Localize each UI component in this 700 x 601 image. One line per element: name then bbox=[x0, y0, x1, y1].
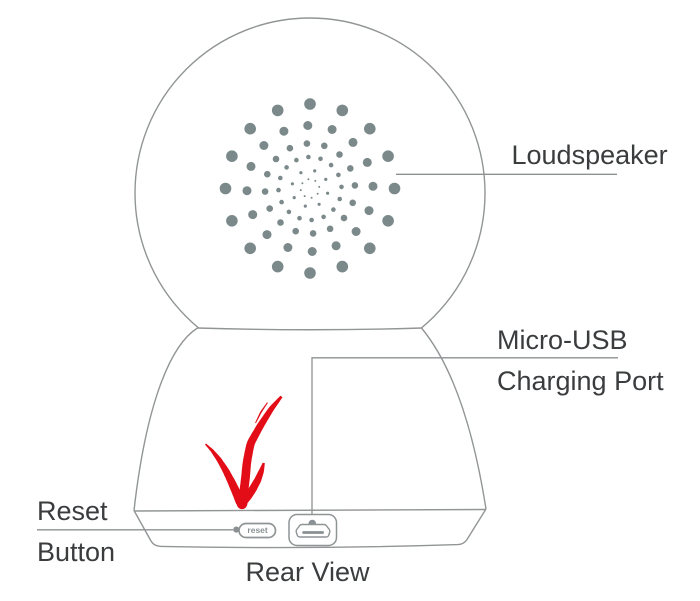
svg-text:Micro-USB: Micro-USB bbox=[497, 325, 628, 355]
svg-text:Charging Port: Charging Port bbox=[497, 366, 664, 396]
svg-text:Button: Button bbox=[37, 537, 115, 567]
svg-text:reset: reset bbox=[247, 525, 267, 535]
svg-text:Rear View: Rear View bbox=[246, 557, 371, 587]
svg-text:Reset: Reset bbox=[37, 496, 108, 526]
svg-text:Loudspeaker: Loudspeaker bbox=[512, 140, 668, 170]
